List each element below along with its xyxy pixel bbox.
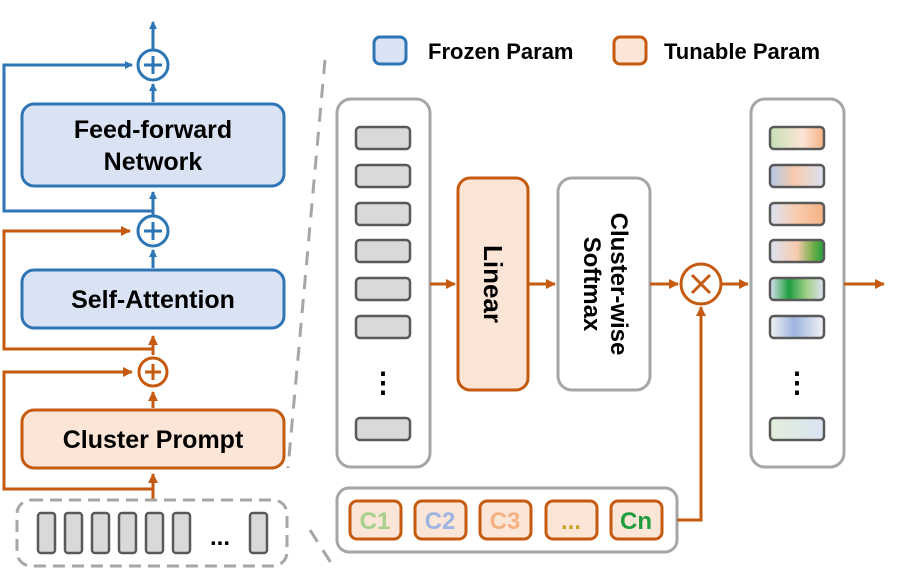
prompt-token <box>354 314 412 340</box>
prompt-token <box>354 238 412 264</box>
tunable-legend-swatch <box>612 35 648 66</box>
prompt-token <box>354 416 412 442</box>
cluster-box-c2 <box>413 499 468 541</box>
prompt-token <box>354 163 412 189</box>
output-token <box>768 314 826 340</box>
input-tokens: ... <box>36 511 269 555</box>
legend: Frozen Param Tunable Param <box>372 35 820 66</box>
prompt-token <box>354 201 412 227</box>
prompt-token-ellipsis: ⋮ <box>369 367 397 398</box>
cluster-box-c1 <box>348 499 403 541</box>
prompt-token <box>354 125 412 151</box>
softmax-label-line1: Cluster-wise <box>605 213 632 356</box>
cluster-label-cn: Cn <box>620 508 652 535</box>
feed-forward-network-block <box>20 102 286 188</box>
self-attention-block <box>20 268 286 330</box>
tunable-legend-label: Tunable Param <box>664 39 820 64</box>
frozen-legend-swatch <box>372 35 408 66</box>
cluster-box-ellipsis <box>544 499 599 541</box>
self-attention-label: Self-Attention <box>71 286 235 314</box>
output-token-ellipsis: ⋮ <box>783 367 811 398</box>
cluster-prompt-block <box>20 408 286 470</box>
output-token <box>768 163 826 189</box>
input-token <box>63 511 84 555</box>
prompt-tokens: ⋮ <box>354 125 412 442</box>
attention-skip-connection <box>2 226 153 351</box>
cluster-to-multiply-arrow <box>677 306 706 522</box>
input-token <box>90 511 111 555</box>
ffn-label-line2: Network <box>104 148 203 176</box>
cluster-box-cn <box>609 499 664 541</box>
cluster-prompt-label: Cluster Prompt <box>63 426 244 454</box>
frozen-legend-label: Frozen Param <box>428 39 574 64</box>
input-token <box>36 511 57 555</box>
input-token <box>144 511 165 555</box>
output-token <box>768 238 826 264</box>
output-tokens: ⋮ <box>768 125 826 442</box>
cluster-box-c3 <box>478 499 533 541</box>
output-token <box>768 125 826 151</box>
transformer-layer: Feed-forward Network Self-Attention Clus… <box>2 21 289 568</box>
prompt-token <box>354 276 412 302</box>
output-token <box>768 416 826 442</box>
prompt-skip-connection <box>2 367 153 491</box>
input-token <box>171 511 192 555</box>
softmax-label-line2: Softmax <box>578 237 605 332</box>
ffn-label-line1: Feed-forward <box>74 116 232 144</box>
cluster-prompt-detail: ⋮ Linear Cluster-wise Softmax <box>335 97 885 554</box>
cluster-label-ellipsis: ... <box>561 508 581 535</box>
input-token <box>117 511 138 555</box>
cluster-label-c2: C2 <box>425 508 456 535</box>
output-token <box>768 276 826 302</box>
linear-label: Linear <box>478 245 508 323</box>
input-tokens-box <box>15 498 289 568</box>
cluster-label-c3: C3 <box>490 508 521 535</box>
cluster-embeddings: C1 C2 C3 ... Cn <box>348 499 664 541</box>
cluster-label-c1: C1 <box>360 508 391 535</box>
zoom-indicator-line <box>286 59 327 469</box>
input-ellipsis: ... <box>210 524 230 551</box>
zoom-indicator-line <box>308 529 335 567</box>
ffn-skip-connection <box>2 61 153 213</box>
input-token <box>248 511 269 555</box>
output-token <box>768 201 826 227</box>
